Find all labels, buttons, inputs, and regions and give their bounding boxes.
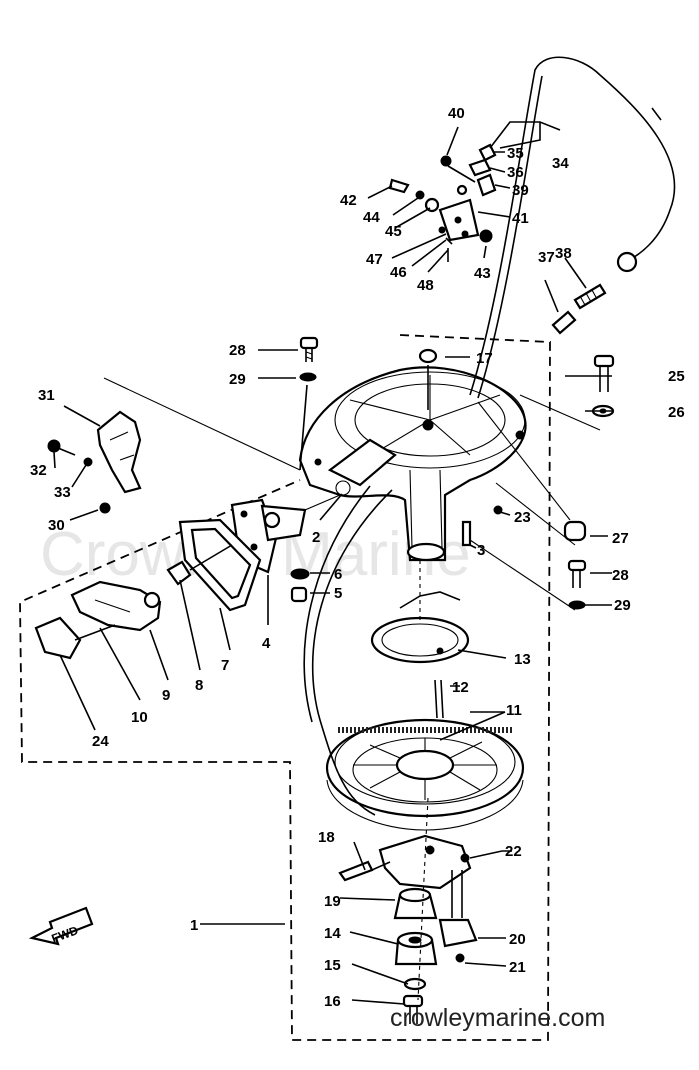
callout-42: 42 [340, 192, 357, 209]
callout-24: 24 [92, 733, 109, 750]
callout-29-right: 29 [614, 597, 631, 614]
cable-spring [573, 283, 607, 310]
callout-29-top: 29 [229, 371, 246, 388]
callout-22: 22 [505, 843, 522, 860]
callout-13: 13 [514, 651, 531, 668]
callout-12: 12 [452, 679, 469, 696]
pawl-18 [338, 860, 374, 882]
callout-4: 4 [262, 635, 271, 652]
spring-13 [370, 591, 470, 664]
callout-8: 8 [195, 677, 203, 694]
callout-28-top: 28 [229, 342, 246, 359]
callout-19: 19 [324, 893, 341, 910]
callout-26: 26 [668, 404, 685, 421]
fwd-arrow: FWD [28, 906, 94, 946]
callout-10: 10 [131, 709, 148, 726]
callout-30: 30 [48, 517, 65, 534]
connector-8 [166, 560, 192, 586]
bolt-16 [402, 994, 424, 1024]
callout-14: 14 [324, 925, 341, 942]
bolt-28-top [299, 336, 319, 471]
callout-46: 46 [390, 264, 407, 281]
starter-housing [298, 366, 527, 562]
callout-3: 3 [477, 542, 485, 559]
callout-33: 33 [54, 484, 71, 501]
callout-37: 37 [538, 249, 555, 266]
gasket-7 [178, 518, 262, 612]
callout-16: 16 [324, 993, 341, 1010]
linkage-group [388, 143, 497, 262]
callout-6: 6 [334, 566, 342, 583]
callout-5: 5 [334, 585, 342, 602]
callout-32: 32 [30, 462, 47, 479]
handle-31 [47, 377, 301, 514]
callout-40: 40 [448, 105, 465, 122]
callout-25: 25 [668, 368, 685, 385]
callout-2: 2 [312, 529, 320, 546]
callout-20: 20 [509, 931, 526, 948]
callout-7: 7 [221, 657, 229, 674]
callout-23: 23 [514, 509, 531, 526]
callout-43: 43 [474, 265, 491, 282]
lever-9 [70, 580, 162, 632]
cap-27 [563, 520, 587, 542]
callout-47: 47 [366, 251, 383, 268]
knob-24 [34, 616, 82, 660]
callout-36: 36 [507, 164, 524, 181]
washer-15 [403, 977, 427, 991]
site-url: crowleymarine.com [390, 1004, 605, 1032]
cap-19 [393, 887, 438, 920]
callout-labels: 1 2 3 4 5 6 7 8 9 10 11 12 13 14 15 16 1… [30, 105, 685, 1010]
callout-27: 27 [612, 530, 629, 547]
starter-cable [469, 56, 676, 396]
callout-44: 44 [363, 209, 380, 226]
pulley-11 [325, 718, 525, 831]
shaft-12 [434, 679, 444, 719]
callout-48: 48 [417, 277, 434, 294]
callout-34: 34 [552, 155, 569, 172]
callout-41: 41 [512, 210, 529, 227]
callout-11: 11 [506, 702, 522, 719]
callout-15: 15 [324, 957, 341, 974]
nut-14 [394, 931, 438, 966]
callout-9: 9 [162, 687, 170, 704]
callout-17: 17 [476, 350, 493, 367]
callout-18: 18 [318, 829, 335, 846]
callout-39: 39 [512, 182, 529, 199]
callout-28-right: 28 [612, 567, 629, 584]
callout-21: 21 [509, 959, 526, 976]
callout-1: 1 [190, 917, 198, 934]
leader-lines [53, 121, 612, 1005]
callout-38: 38 [555, 245, 572, 262]
nut-17 [418, 348, 438, 364]
bolt-25 [591, 354, 615, 418]
plate-20 [438, 918, 478, 948]
callout-45: 45 [385, 223, 402, 240]
callout-35: 35 [507, 145, 524, 162]
callout-31: 31 [38, 387, 55, 404]
